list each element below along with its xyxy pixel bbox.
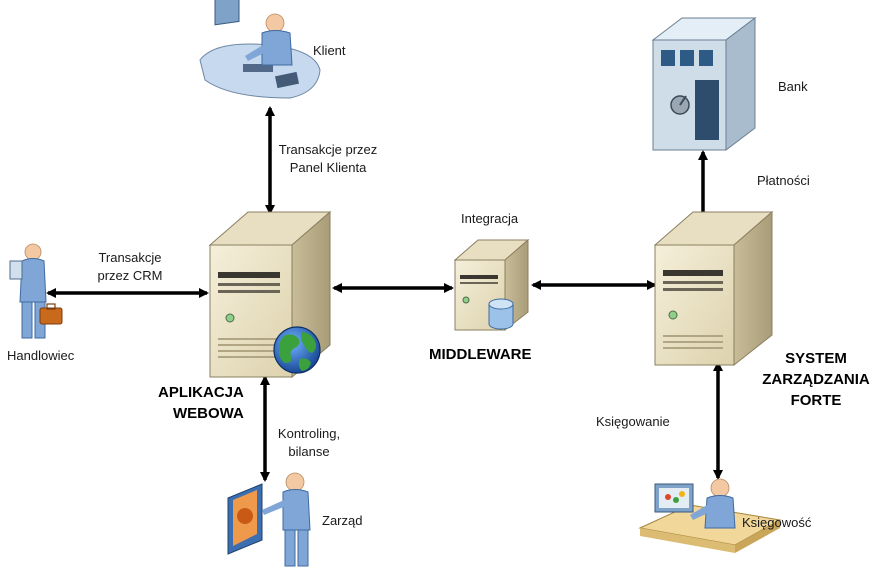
edge-label-kontroling-line2: bilanse [288,444,329,459]
zarzad-person-icon [227,472,311,567]
database-icon [488,298,514,330]
edge-label-platnosci: Płatności [757,173,810,188]
forte-label-line3: FORTE [791,392,842,409]
klient-person-icon [199,0,321,99]
node-label-ksiegowosc: Księgowość [742,515,812,530]
forte-label-line1: SYSTEM [785,350,847,367]
web-server [208,210,332,379]
web-app-label-line2: WEBOWA [173,405,244,422]
edge-label-panel-line2: Panel Klienta [290,160,367,175]
forte-label-line2: ZARZĄDZANIA [762,371,870,388]
node-label-klient: Klient [313,43,346,58]
node-label-zarzad: Zarząd [322,513,362,528]
node-label-bank: Bank [778,79,808,94]
edge-label-crm-line2: przez CRM [97,268,162,283]
edge-label-kontroling-line1: Kontroling, [278,426,340,441]
web-app-label-line1: APLIKACJA [158,384,244,401]
connections [46,106,723,482]
edge-label-ksiegowanie: Księgowanie [596,414,670,429]
forte-server [653,210,774,367]
integration-label: Integracja [461,211,519,226]
ksiegowosc-person-icon [638,478,782,553]
bank-building-icon [651,16,757,152]
globe-icon [273,326,321,374]
edge-label-crm-line1: Transakcje [98,250,161,265]
node-label-handlowiec: Handlowiec [7,348,75,363]
handlowiec-person-icon [9,243,63,339]
edge-label-panel-line1: Transakcje przez [279,142,378,157]
middleware-label: MIDDLEWARE [429,346,532,363]
